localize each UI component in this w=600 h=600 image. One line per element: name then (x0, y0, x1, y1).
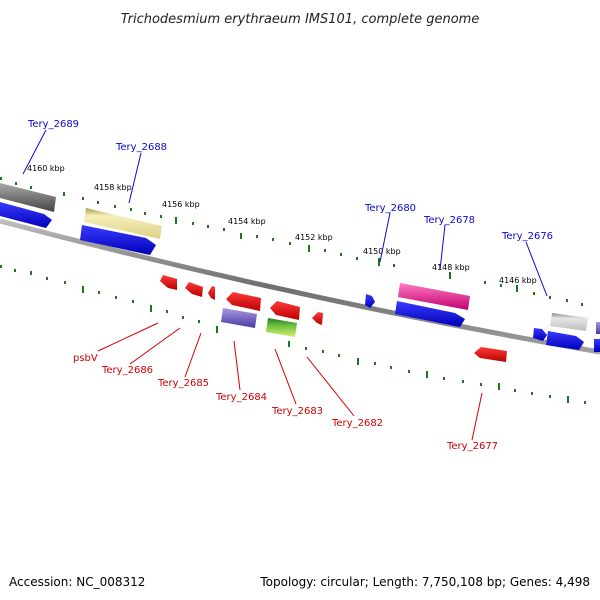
gene-feature-yellow[interactable] (84, 208, 162, 239)
gene-label-reverse[interactable]: Tery_2682 (331, 418, 383, 429)
cds-arrow-reverse[interactable] (208, 286, 215, 300)
scale-label: 4154 kbp (228, 217, 266, 226)
map-title: Trichodesmium erythraeum IMS101, complet… (121, 12, 480, 27)
cds-arrow-forward[interactable] (546, 331, 584, 350)
cds-arrow-reverse[interactable] (270, 301, 300, 320)
forward-callout-lines (22, 129, 548, 297)
gene-label-forward[interactable]: Tery_2676 (501, 231, 553, 242)
scale-label: 4158 kbp (94, 183, 132, 192)
forward-features (0, 183, 600, 352)
gene-label-forward[interactable]: Tery_2688 (115, 142, 167, 153)
scale-label: 4156 kbp (162, 200, 200, 209)
gene-feature-purple[interactable] (596, 322, 600, 334)
gene-label-reverse[interactable]: Tery_2683 (271, 406, 323, 417)
cds-arrow-forward[interactable] (594, 339, 600, 352)
cds-arrow-reverse[interactable] (185, 282, 203, 297)
gene-label-forward[interactable]: Tery_2689 (27, 119, 79, 130)
gene-feature-purple[interactable] (221, 308, 257, 328)
cds-arrow-forward[interactable] (80, 225, 156, 255)
accession-text: Accession: NC_008312 (9, 575, 145, 589)
forward-tick-track (0, 177, 583, 306)
reverse-features (160, 275, 507, 362)
cds-arrow-forward[interactable] (533, 328, 547, 341)
gene-label-reverse[interactable]: Tery_2677 (446, 441, 498, 452)
cds-arrow-reverse[interactable] (474, 347, 507, 362)
cds-arrow-forward[interactable] (395, 301, 465, 327)
gene-feature-pink[interactable] (398, 283, 470, 310)
genome-summary-text: Topology: circular; Length: 7,750,108 bp… (259, 575, 590, 589)
gene-feature-gray[interactable] (0, 183, 56, 212)
cds-arrow-forward[interactable] (365, 294, 375, 308)
reverse-gene-labels: psbV Tery_2686 Tery_2685 Tery_2684 Tery_… (73, 353, 498, 452)
gene-label-forward[interactable]: Tery_2678 (423, 215, 475, 226)
gene-feature-green[interactable] (266, 318, 297, 337)
cds-arrow-reverse[interactable] (160, 275, 177, 290)
cds-arrow-reverse[interactable] (312, 312, 323, 325)
gene-label-reverse[interactable]: Tery_2684 (215, 392, 267, 403)
reverse-callout-lines (97, 322, 483, 441)
cds-arrow-reverse[interactable] (226, 292, 261, 311)
scale-label: 4146 kbp (499, 276, 537, 285)
forward-gene-labels: Tery_2689 Tery_2688 Tery_2680 Tery_2678 … (27, 119, 553, 242)
scale-label: 4160 kbp (27, 164, 65, 173)
gene-label-reverse[interactable]: psbV (73, 353, 98, 364)
scale-label: 4148 kbp (432, 263, 470, 272)
gene-label-reverse[interactable]: Tery_2686 (101, 365, 153, 376)
genome-backbone (0, 218, 600, 355)
reverse-tick-track (0, 265, 586, 404)
gene-label-forward[interactable]: Tery_2680 (364, 203, 416, 214)
gene-feature-lightgray[interactable] (550, 313, 588, 331)
cds-arrow-forward[interactable] (0, 202, 52, 228)
scale-label: 4152 kbp (295, 233, 333, 242)
gene-label-reverse[interactable]: Tery_2685 (157, 378, 209, 389)
